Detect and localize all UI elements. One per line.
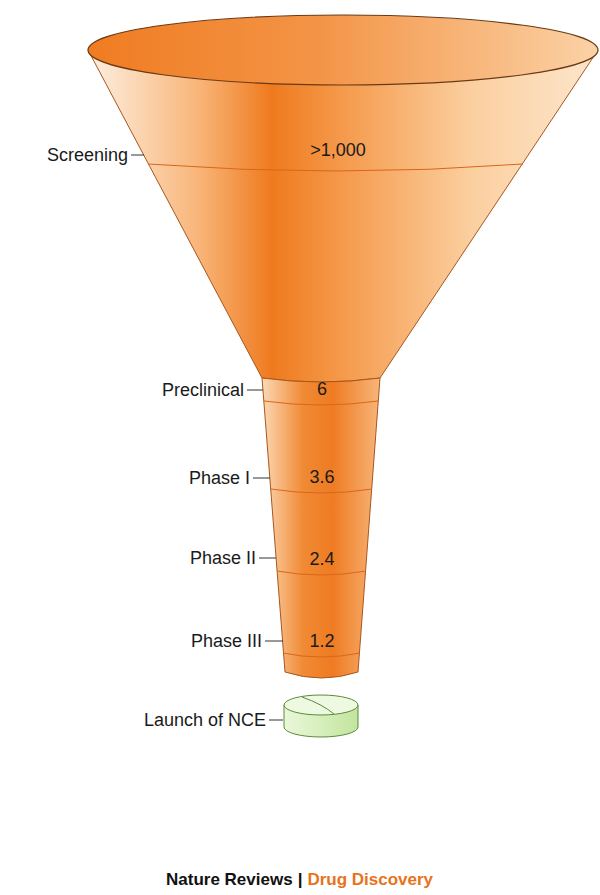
count-number: 6 <box>317 378 327 400</box>
funnel-rim <box>88 15 598 85</box>
tablet-pill <box>284 695 358 737</box>
stage-name: Preclinical <box>162 379 244 401</box>
count-number: 3.6 <box>309 466 334 488</box>
journal-name: Nature Reviews <box>166 869 293 891</box>
separator: | <box>298 869 303 891</box>
stage-name: Phase III <box>191 630 262 652</box>
journal-section: Drug Discovery <box>307 869 433 891</box>
leader-lines <box>131 155 283 720</box>
count-number: 1.2 <box>309 630 334 652</box>
stage-bands <box>148 164 523 657</box>
stage-name: Screening <box>47 144 128 166</box>
stage-name: Phase I <box>189 467 250 489</box>
funnel-cone <box>88 50 598 382</box>
stage-name: Phase II <box>190 547 256 569</box>
launch-label: Launch of NCE <box>144 709 266 731</box>
count-number: >1,000 <box>310 139 366 161</box>
funnel-spout <box>262 378 380 678</box>
count-number: 2.4 <box>309 548 334 570</box>
